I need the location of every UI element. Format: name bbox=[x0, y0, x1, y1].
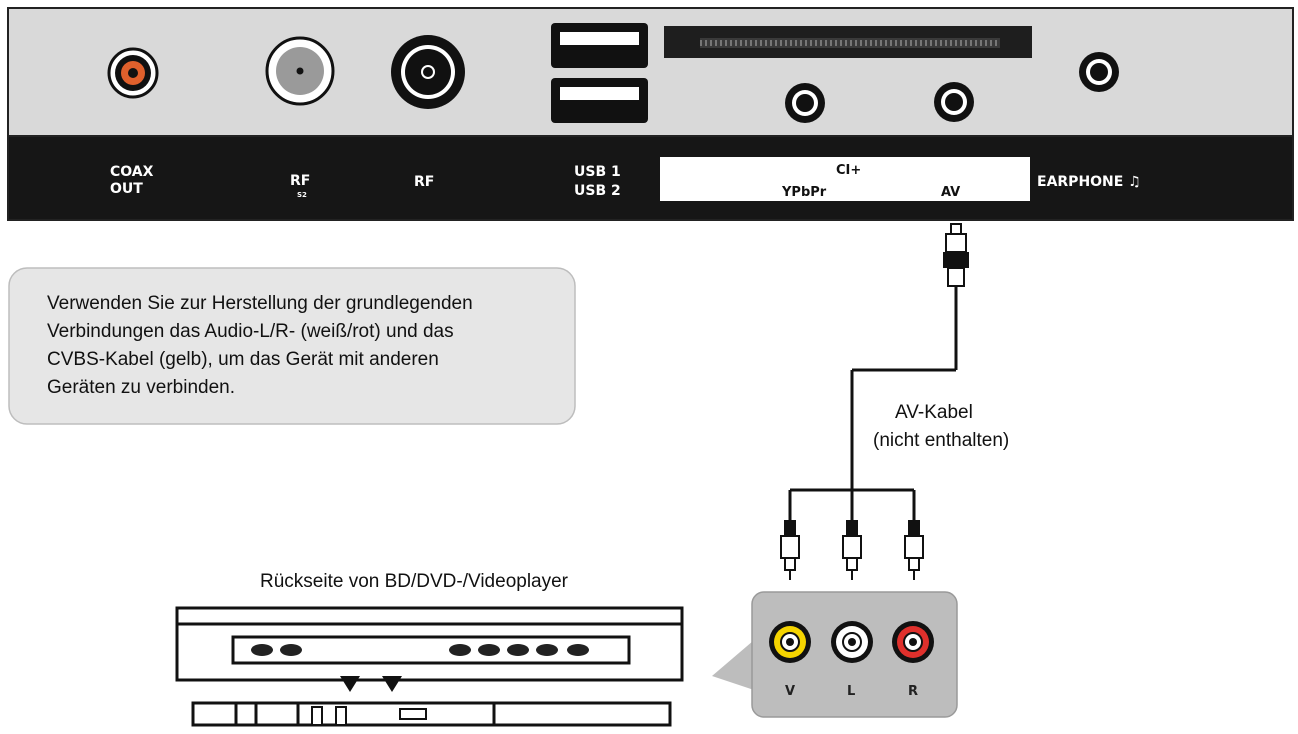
rf-sat-sublabel: S2 bbox=[297, 191, 307, 199]
ypbpr-label: YPbPr bbox=[781, 185, 827, 200]
ci-slot bbox=[664, 26, 1032, 58]
ypbpr-jack bbox=[785, 83, 825, 123]
rca-plug-video bbox=[780, 520, 800, 580]
video-jack bbox=[769, 621, 811, 663]
jack-callout: V L R bbox=[712, 591, 958, 718]
note-line: Geräten zu verbinden. bbox=[47, 377, 235, 398]
cable-label: AV-Kabel bbox=[895, 402, 973, 423]
jack-label-v: V bbox=[785, 684, 795, 699]
av-jack bbox=[934, 82, 974, 122]
coax-out-port bbox=[107, 47, 159, 99]
usb2-label: USB 2 bbox=[574, 183, 621, 199]
coax-label-line2: OUT bbox=[110, 181, 143, 197]
rca-plug-left bbox=[842, 520, 862, 580]
note-line: CVBS-Kabel (gelb), um das Gerät mit ande… bbox=[47, 349, 439, 370]
av-label: AV bbox=[941, 185, 960, 200]
av-cable: AV-Kabel (nicht enthalten) bbox=[780, 223, 1009, 580]
note-line: Verwenden Sie zur Herstellung der grundl… bbox=[47, 293, 473, 314]
audio-right-jack bbox=[892, 621, 934, 663]
instruction-note: Verwenden Sie zur Herstellung der grundl… bbox=[8, 267, 576, 425]
usb-ports bbox=[551, 23, 648, 123]
dvd-player: Rückseite von BD/DVD-/Videoplayer bbox=[175, 571, 684, 727]
player-caption: Rückseite von BD/DVD-/Videoplayer bbox=[260, 571, 569, 592]
ci-label: CI+ bbox=[836, 163, 861, 178]
earphone-label: EARPHONE ♫ bbox=[1037, 174, 1141, 190]
rf-sat-label: RF bbox=[290, 173, 310, 189]
usb1-label: USB 1 bbox=[574, 164, 621, 180]
rf-label: RF bbox=[414, 174, 434, 190]
earphone-jack bbox=[1079, 52, 1119, 92]
rf-satellite-port bbox=[265, 36, 335, 106]
tv-back-panel: COAX OUT RF S2 RF USB 1 USB 2 CI+ YPbPr … bbox=[7, 7, 1294, 221]
rca-plug-right bbox=[904, 520, 924, 580]
cable-note: (nicht enthalten) bbox=[873, 430, 1009, 451]
rf-antenna-port bbox=[391, 35, 465, 109]
audio-left-jack bbox=[831, 621, 873, 663]
coax-label-line1: COAX bbox=[110, 164, 154, 180]
jack-label-l: L bbox=[847, 684, 855, 699]
jack-label-r: R bbox=[908, 684, 918, 699]
note-line: Verbindungen das Audio-L/R- (weiß/rot) u… bbox=[47, 321, 454, 342]
